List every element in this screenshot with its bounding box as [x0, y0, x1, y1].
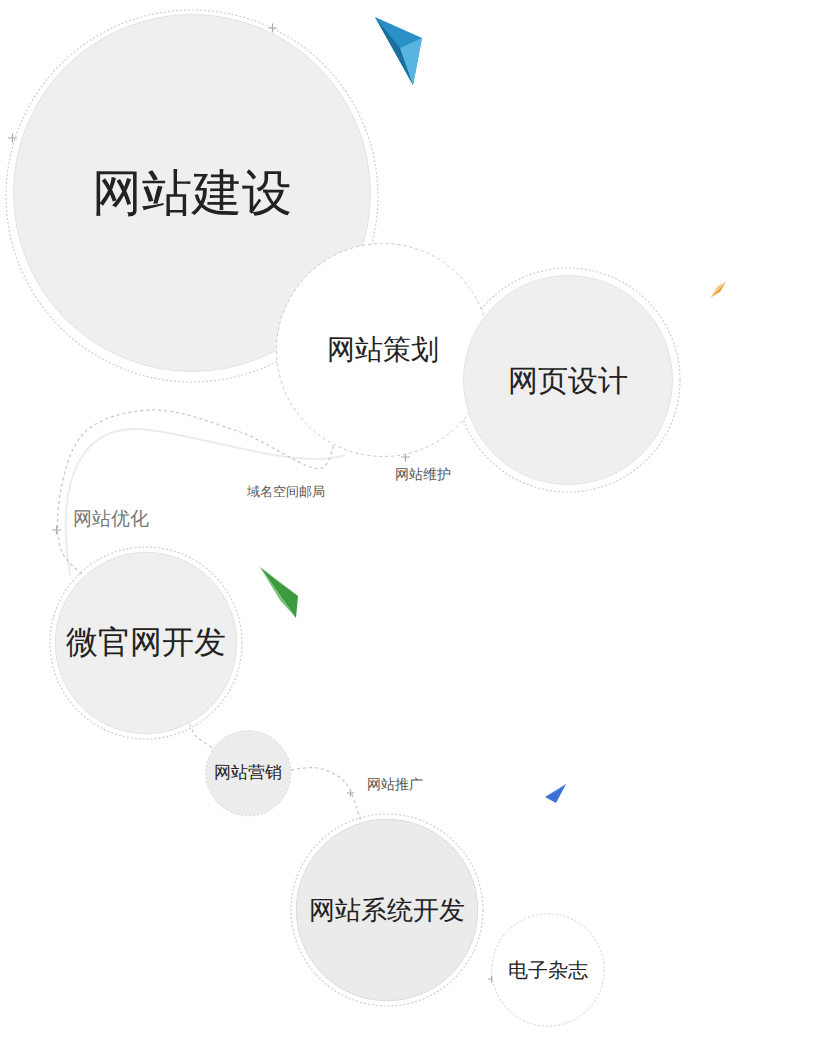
node-label: 网站建设	[92, 166, 292, 221]
circle-shape	[463, 275, 672, 484]
plan-circle: 网站策划	[275, 242, 491, 458]
dashed-connector	[291, 768, 361, 822]
blue-crystal	[375, 17, 422, 85]
magazine-circle: 电子杂志	[491, 913, 605, 1027]
outer-ring	[6, 10, 680, 1006]
dashed-connector	[190, 724, 213, 748]
circle-shape	[277, 244, 490, 457]
circle-shape	[296, 819, 477, 1000]
service-label: 网站优化	[71, 508, 151, 531]
node-label: 电子杂志	[508, 959, 588, 981]
orange-crystal	[710, 282, 726, 298]
service-label: 网站维护	[393, 466, 453, 483]
green-crystal	[260, 567, 298, 618]
small-blue-crystal	[545, 784, 566, 803]
dashed-connector	[58, 410, 334, 575]
node-label: 微官网开发	[66, 625, 226, 660]
node-label: 网页设计	[508, 364, 628, 397]
service-label: 域名空间邮局	[245, 484, 327, 500]
microsite-circle: 微官网开发	[54, 551, 238, 735]
circle-shape	[492, 914, 604, 1026]
faint-arc	[66, 429, 345, 575]
circle-shape	[55, 552, 236, 733]
design-circle: 网页设计	[462, 274, 674, 486]
node-label: 网站策划	[327, 335, 439, 366]
circle-shape	[205, 730, 290, 815]
marketing-circle: 网站营销	[205, 730, 292, 817]
service-label: 网站推广	[365, 776, 425, 793]
node-label: 网站系统开发	[309, 896, 465, 925]
system-circle: 网站系统开发	[295, 818, 479, 1002]
node-label: 网站营销	[214, 764, 282, 783]
